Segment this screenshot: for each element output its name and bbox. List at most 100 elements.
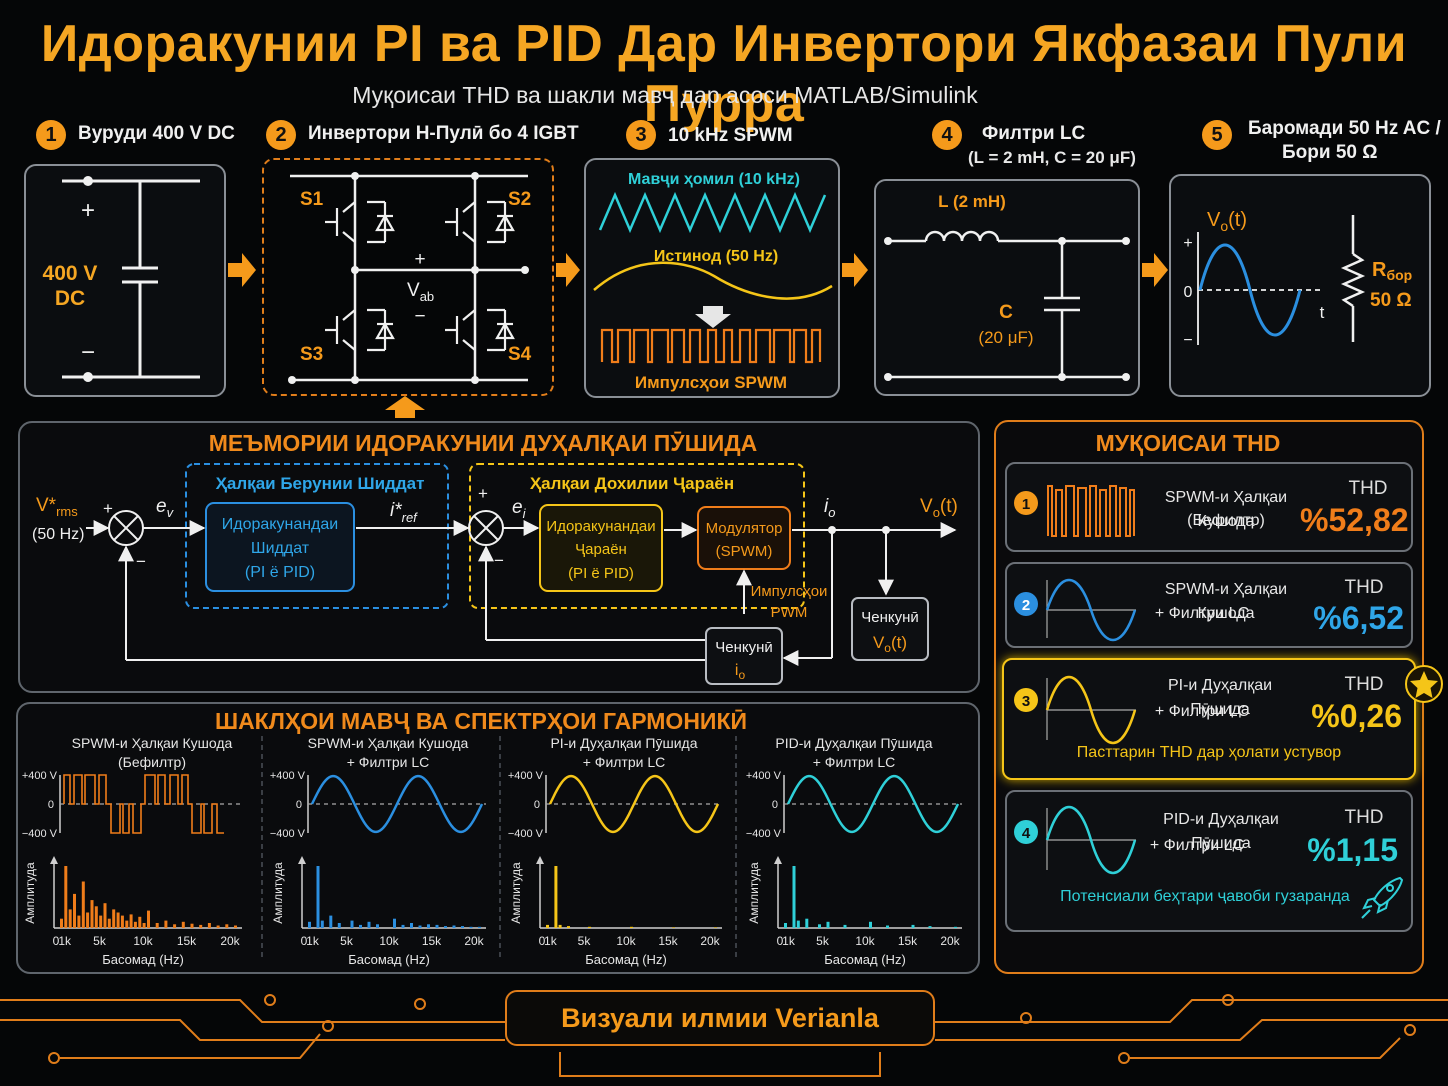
load-value: 50 Ω xyxy=(1370,290,1412,311)
switch-s4: S4 xyxy=(508,344,532,365)
dc-plus: + xyxy=(81,197,95,224)
chart-4-spectrum-bar xyxy=(928,926,932,928)
chart-1-spectrum-bar xyxy=(107,918,111,928)
voltage-sensor-line2: Vo(t) xyxy=(873,633,907,655)
chart-4-xtick: 1k xyxy=(782,934,796,948)
chart-3-spectrum-bar xyxy=(588,926,591,928)
dc-minus: − xyxy=(81,339,95,366)
modulator-line2: (SPWM) xyxy=(716,543,773,560)
capacitor-value: (20 μF) xyxy=(978,328,1033,347)
chart-1-spectrum-bar xyxy=(216,925,220,928)
page-subtitle: Муқоисаи THD ва шакли мавҷ дар асоси MAT… xyxy=(352,82,978,108)
thd-card-4-line1: PID-и Дуҳалқаи Пӯшида xyxy=(1163,811,1279,852)
voltage-controller-line1: Идоракунандаи xyxy=(222,516,338,533)
chart-4-title-line2: + Филтри LC xyxy=(813,754,896,770)
star-icon xyxy=(1410,671,1438,698)
chart-2-title-line2: + Филтри LC xyxy=(347,754,430,770)
current-sensor-block xyxy=(705,627,783,685)
chart-1-spectrum-bar xyxy=(225,924,229,928)
pwm-label-line1: Импулсҳои xyxy=(751,583,828,600)
chart-1-spectrum-bar xyxy=(133,921,137,928)
thd-card-3-line2: + Филтри LC xyxy=(1154,703,1250,720)
chart-3-spectrum-bar xyxy=(630,926,633,928)
iref-label: i*ref xyxy=(390,500,418,525)
ev-label: ev xyxy=(156,496,175,520)
thd-card-4 xyxy=(1005,790,1413,932)
chart-1-spectrum-bar xyxy=(207,923,211,928)
chart-2-spectrum-bar xyxy=(337,923,341,928)
chart-4-title-line1: PID-и Дуҳалқаи Пӯшида xyxy=(775,735,932,751)
chart-1-spectrum-bar xyxy=(103,903,107,928)
chart-2-spectrum-bar xyxy=(393,918,396,928)
chart-1-xtick: 20k xyxy=(220,934,240,948)
chart-4-spectrum-bar xyxy=(796,920,800,928)
hbridge-panel xyxy=(262,158,554,396)
chart-4-spectrum-bar xyxy=(784,923,787,928)
chart-1-spectrum-bar xyxy=(86,912,90,928)
thd-badge-3 xyxy=(1014,688,1038,712)
current-sensor-line2: io xyxy=(735,662,746,682)
chart-3-xtick: 10k xyxy=(616,934,636,948)
chart-1-spectrum-bar xyxy=(173,924,177,928)
chart-2-ytick-zero: 0 xyxy=(296,799,302,811)
thd-card-1-line2: (Бефилтр) xyxy=(1187,512,1265,529)
switch-s2: S2 xyxy=(508,189,531,210)
step-5-badge: 5 xyxy=(1202,120,1232,150)
chart-1-spectrum-bar xyxy=(99,915,103,928)
bridge-minus: − xyxy=(414,306,425,327)
reference-wave xyxy=(593,261,833,300)
chart-2-spectrum-bar xyxy=(401,924,405,928)
thd-card-4-value: %1,15 xyxy=(1307,832,1398,868)
chart-1-spectrum-bar xyxy=(125,920,129,928)
chart-1-xtick: 1k xyxy=(58,934,72,948)
vo-output-label: Vo(t) xyxy=(920,496,958,520)
chart-1-spectrum-bar xyxy=(234,925,237,928)
chart-2-sine-waveform xyxy=(310,774,484,834)
thd-card-4-thd: THD xyxy=(1344,807,1384,828)
chart-3-xtick: 15k xyxy=(658,934,678,948)
step-4-sub: (L = 2 mH, C = 20 μF) xyxy=(968,148,1136,167)
chart-4-spectrum-bar xyxy=(805,918,809,928)
chart-2-xtick: 20k xyxy=(464,934,484,948)
chart-3-spectrum-bar xyxy=(558,924,562,928)
output-panel xyxy=(1169,174,1431,397)
chart-1-spectrum-bar xyxy=(116,912,120,928)
step-5-label: Баромади 50 Hz AC / xyxy=(1248,118,1441,139)
footer-credit: Визуали илмии Verianla xyxy=(505,990,935,1046)
dc-value: 400 V xyxy=(43,262,98,285)
chart-1-spectrum-bar xyxy=(142,923,146,928)
chart-4-xtick: 5k xyxy=(816,934,830,948)
voltage-controller-block xyxy=(205,502,355,592)
thd-card-4-line2: + Филтри LC xyxy=(1149,837,1245,854)
outer-loop-label: Ҳалқаи Берунии Шиддат xyxy=(216,474,425,493)
waveform-spectrum-charts: SPWM-и Ҳалқаи Кушода(Бефилтр)+400 V0−400… xyxy=(22,735,962,967)
chart-2-spectrum-bar xyxy=(308,921,311,928)
chart-1-spectrum-bar xyxy=(60,918,63,928)
step-1-badge: 1 xyxy=(36,120,66,150)
thd-card-2-line2: + Филтри LC xyxy=(1154,605,1250,622)
bridge-plus: + xyxy=(414,249,425,270)
pulses-label: Импулсҳои SPWM xyxy=(635,373,787,392)
thd-badge-2 xyxy=(1014,592,1038,616)
thd-card-3-value: %0,26 xyxy=(1311,698,1402,734)
chart-4-yaxis-arrow-icon xyxy=(774,856,782,864)
chart-1-spectrum-bar xyxy=(190,923,194,928)
thd-card-3-thd: THD xyxy=(1344,674,1384,695)
dc-unit: DC xyxy=(55,287,85,310)
chart-2-spectrum-bar xyxy=(316,866,320,928)
carrier-wave xyxy=(598,191,827,234)
vref-freq: (50 Hz) xyxy=(32,526,84,543)
step-4-label: Филтри LC xyxy=(982,123,1086,144)
igbt-switches xyxy=(325,200,515,352)
step-1-label: Вуруди 400 V DC xyxy=(78,123,235,144)
inner-loop-label: Ҳалқаи Дохилии Ҷараён xyxy=(530,474,734,493)
chart-4-spectrum-bar xyxy=(954,926,957,928)
modulator-block xyxy=(697,506,791,570)
current-controller-block xyxy=(539,504,663,592)
chart-4-spectrum-bar xyxy=(911,924,915,928)
chart-3-spectrum-bar xyxy=(554,866,558,928)
control-block-diagram: Ҳалқаи Берунии Шиддат Ҳалқаи Дохилии Ҷар… xyxy=(32,463,958,685)
output-axis-t: t xyxy=(1320,303,1325,322)
circuit-trace-decoration xyxy=(0,994,1448,1077)
chart-1-spectrum-bar xyxy=(90,900,94,928)
